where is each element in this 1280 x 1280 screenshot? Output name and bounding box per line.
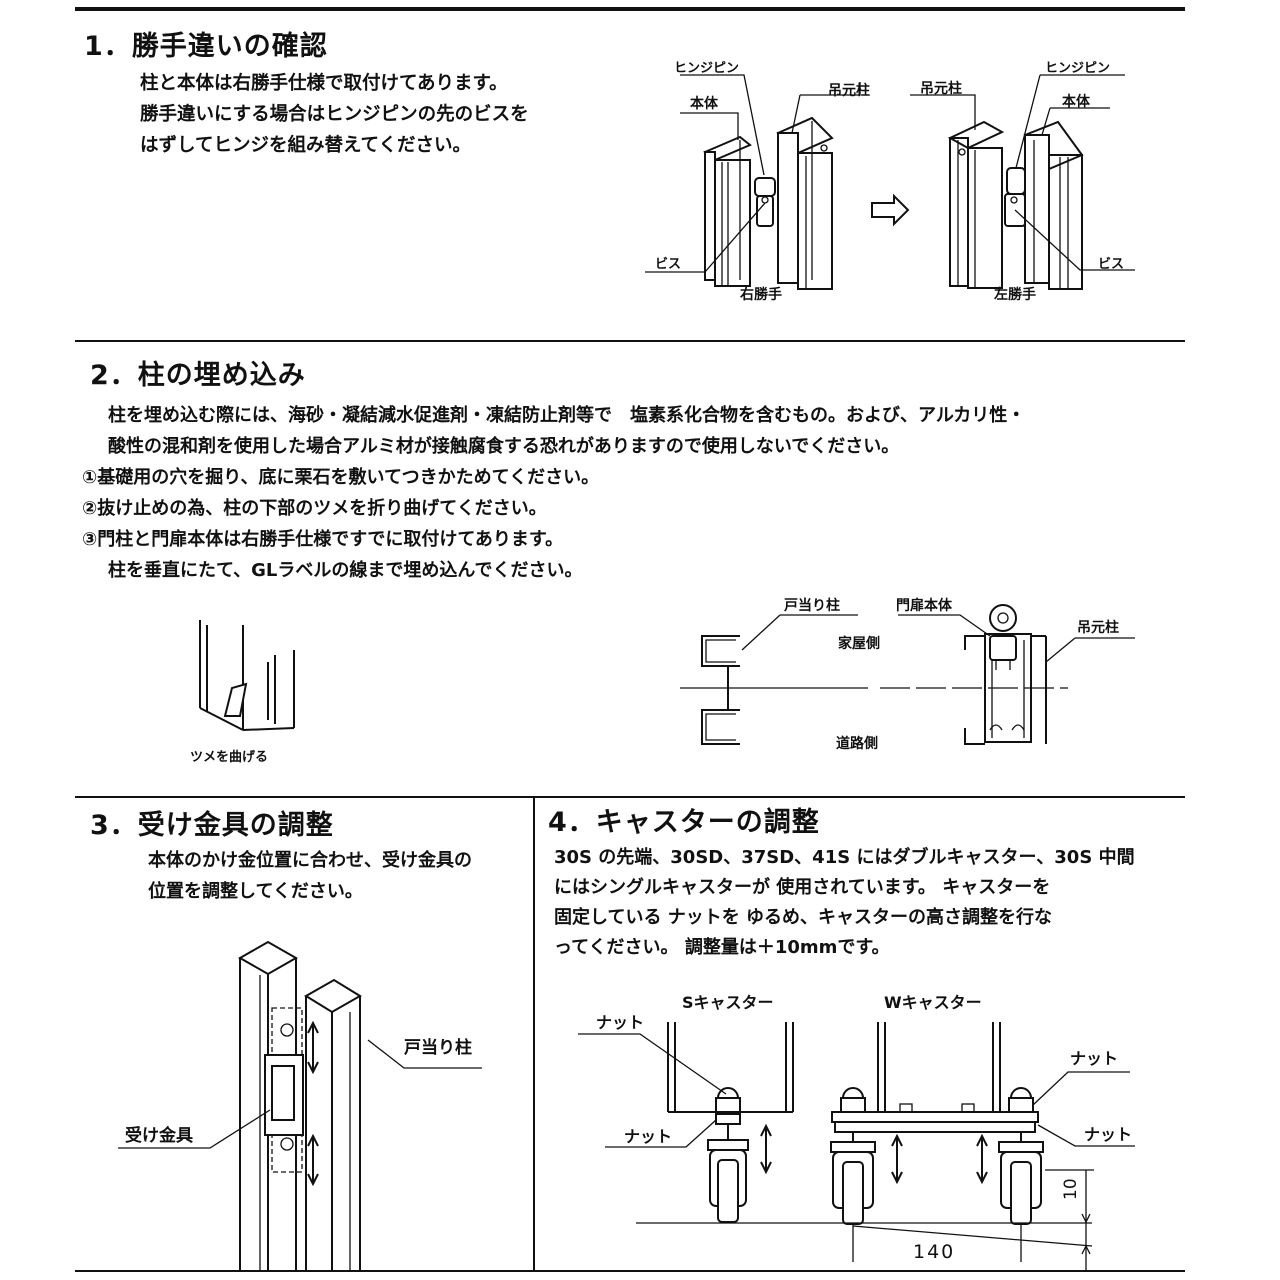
s-caster-adjust-arrow-icon [760, 1123, 772, 1175]
section-4-text: 30S の先端、30SD、37SD、41S にはダブルキャスター、30S 中間 … [554, 843, 1135, 963]
label-house-side: 家屋側 [838, 635, 880, 652]
adjust-arrow-icon-lower [307, 1133, 319, 1187]
s1-line-3: はずしてヒンジを組み替えてください。 [140, 135, 471, 156]
bottom-rule [75, 1270, 1185, 1272]
label-hinge-post-right: 吊元柱 [828, 82, 870, 99]
s4-line-1: 30S の先端、30SD、37SD、41S にはダブルキャスター、30S 中間 [554, 847, 1135, 868]
s3-line-1: 本体のかけ金位置に合わせ、受け金具の [148, 850, 472, 871]
label-screw-right: ビス [655, 256, 681, 272]
label-door-stop-post-s3: 戸当り柱 [404, 1037, 472, 1058]
label-nut-top-right: ナット [1070, 1049, 1118, 1068]
section-3-text: 本体のかけ金位置に合わせ、受け金具の 位置を調整してください。 [148, 845, 472, 907]
hollow-arrow-right-icon [871, 193, 910, 227]
s2-step-1: ①基礎用の穴を掘り、底に栗石を敷いてつきかためてください。 [82, 467, 600, 488]
label-screw-left: ビス [1098, 256, 1124, 272]
dimension-width: 140 [913, 1241, 955, 1263]
w-caster-adjust-arrow-icon-right [976, 1133, 988, 1185]
label-hinge-pin-right: ヒンジピン [674, 61, 739, 76]
label-hinge-post: 吊元柱 [1077, 619, 1119, 636]
label-body-right: 本体 [690, 95, 719, 112]
label-hinge-post-left: 吊元柱 [920, 80, 962, 97]
section-1-text: 柱と本体は右勝手仕様で取付けてあります。 勝手違いにする場合はヒンジピンの先のビ… [140, 68, 529, 161]
divider-2-34 [75, 796, 1185, 798]
gate-plan-view [680, 604, 1135, 745]
hinge-handing-figure: ヒンジピン 本体 吊元柱 ビス 右勝手 吊元柱 ヒンジピン 本体 ビ [645, 61, 1135, 303]
s2-step-3-cont: 柱を垂直にたて、GLラベルの線まで埋め込んでください。 [108, 560, 583, 581]
s4-line-2: にはシングルキャスターが 使用されています。 キャスターを [554, 877, 1051, 898]
s4-line-4: ってください。 調整量は＋10mmです。 [554, 937, 890, 958]
s1-line-2: 勝手違いにする場合はヒンジピンの先のビスを [140, 104, 529, 125]
top-rule [75, 7, 1185, 11]
vertical-divider-3-4 [533, 796, 535, 1272]
s2-line-2: 酸性の混和剤を使用した場合アルミ材が接触腐食する恐れがありますので使用しないでく… [108, 436, 900, 457]
s2-step-2: ②抜け止めの為、柱の下部のツメを折り曲げてください。 [82, 498, 547, 519]
section-2-heading: 2．柱の埋め込み [90, 360, 306, 391]
s4-line-3: 固定している ナットを ゆるめ、キャスターの高さ調整を行な [554, 907, 1052, 928]
label-nut-top-left: ナット [596, 1013, 644, 1032]
label-w-caster: Wキャスター [884, 993, 982, 1012]
caster-figure [578, 1022, 1135, 1270]
dimension-height: 10 [1061, 1178, 1081, 1200]
divider-1-2 [75, 340, 1185, 342]
caption-bend-tab: ツメを曲げる [190, 749, 268, 765]
s3-line-2: 位置を調整してください。 [148, 881, 363, 902]
section-2-text: 柱を埋め込む際には、海砂・凝結減水促進剤・凍結防止剤等で 塩素系化合物を含むもの… [82, 400, 1026, 586]
s1-line-1: 柱と本体は右勝手仕様で取付けてあります。 [140, 73, 508, 94]
section-1-heading: 1．勝手違いの確認 [84, 31, 328, 62]
label-s-caster: Sキャスター [682, 993, 774, 1012]
label-nut-bottom-right: ナット [1084, 1125, 1132, 1144]
label-body-left: 本体 [1062, 93, 1091, 110]
s2-line-1: 柱を埋め込む際には、海砂・凝結減水促進剤・凍結防止剤等で 塩素系化合物を含むもの… [108, 405, 1026, 426]
section-4-heading: 4．キャスターの調整 [548, 807, 820, 838]
right-hand-assembly [645, 74, 861, 290]
strike-plate-figure [118, 940, 482, 1270]
w-caster-adjust-arrow-icon-left [891, 1133, 903, 1185]
left-hand-assembly [910, 74, 1135, 290]
label-nut-bottom-left: ナット [624, 1127, 672, 1146]
label-gate-body: 門扉本体 [896, 597, 953, 614]
caption-right-hand: 右勝手 [739, 286, 782, 303]
caption-left-hand: 左勝手 [993, 286, 1036, 303]
post-bottom-with-tab [199, 620, 295, 731]
label-strike-plate: 受け金具 [125, 1125, 193, 1146]
adjust-arrow-icon-upper [307, 1020, 319, 1075]
label-door-stop-post: 戸当り柱 [784, 597, 840, 614]
label-road-side: 道路側 [836, 735, 878, 752]
label-hinge-pin-left: ヒンジピン [1045, 61, 1110, 76]
section-3-heading: 3．受け金具の調整 [90, 810, 334, 841]
s2-step-3: ③門柱と門扉本体は右勝手仕様ですでに取付けてあります。 [82, 529, 564, 550]
